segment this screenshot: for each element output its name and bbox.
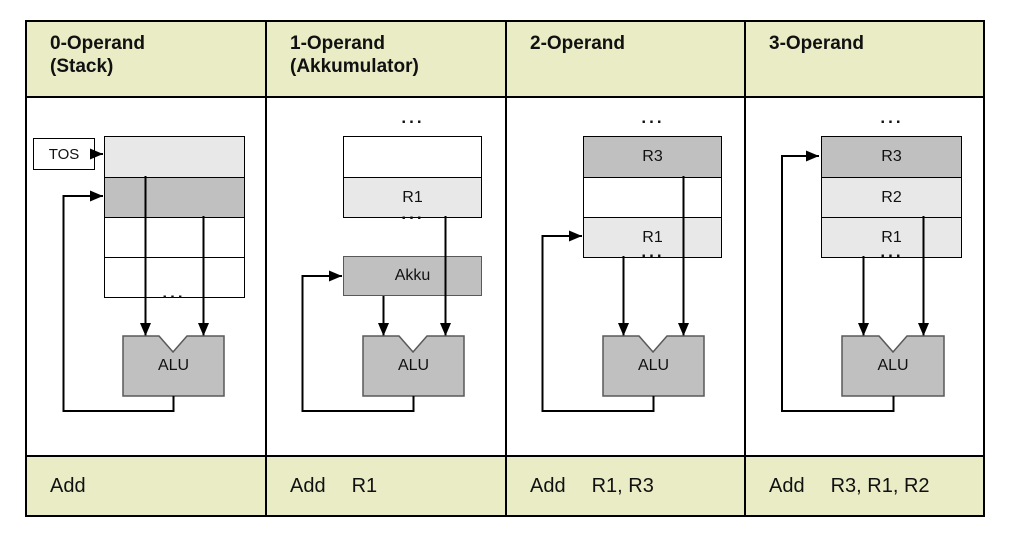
column-title: 0-Operand bbox=[50, 33, 146, 54]
header-3-operand: 3-Operand bbox=[746, 22, 983, 98]
ellipsis: ... bbox=[641, 242, 665, 261]
column-title: 1-Operand bbox=[290, 33, 386, 54]
instruction-mnemonic: Add bbox=[769, 474, 805, 497]
stack-registers bbox=[104, 136, 245, 298]
instruction-operands: R1, R3 bbox=[591, 474, 654, 497]
diagram-stack-machine: TOS ... bbox=[27, 98, 267, 457]
akku-box: Akku bbox=[343, 256, 482, 296]
diagram-three-operand-machine: ... R3 R2 R1 ... bbox=[746, 98, 983, 457]
register-file: R3 R1 bbox=[583, 136, 722, 258]
ellipsis: ... bbox=[401, 204, 425, 223]
column-title: 3-Operand bbox=[769, 33, 865, 54]
stack-row bbox=[105, 217, 244, 257]
register-row-r1: R1 bbox=[344, 177, 481, 217]
alu-label: ALU bbox=[397, 357, 430, 374]
header-1-operand: 1-Operand (Akkumulator) bbox=[267, 22, 507, 98]
ellipsis: ... bbox=[880, 108, 904, 127]
ellipsis: ... bbox=[162, 283, 186, 302]
alu-label: ALU bbox=[157, 357, 190, 374]
result-feedback-path bbox=[301, 270, 415, 412]
register-row-r2: R2 bbox=[822, 177, 961, 217]
ellipsis: ... bbox=[641, 108, 665, 127]
stack-row bbox=[105, 137, 244, 177]
register-file: R3 R2 R1 bbox=[821, 136, 962, 258]
diagram-accumulator-machine: ... R1 ... Akku bbox=[267, 98, 507, 457]
instruction-mnemonic: Add bbox=[50, 474, 86, 497]
instruction-operands: R1 bbox=[351, 474, 378, 497]
instruction-3-operand: Add R3, R1, R2 bbox=[746, 457, 983, 515]
instruction-0-operand: Add bbox=[27, 457, 267, 515]
instruction-1-operand: Add R1 bbox=[267, 457, 507, 515]
ellipsis: ... bbox=[401, 108, 425, 127]
instruction-operands: R3, R1, R2 bbox=[830, 474, 930, 497]
instruction-mnemonic: Add bbox=[530, 474, 566, 497]
ellipsis: ... bbox=[880, 242, 904, 261]
alu-label: ALU bbox=[637, 357, 670, 374]
register-row bbox=[584, 177, 721, 217]
alu-label: ALU bbox=[877, 357, 909, 374]
header-2-operand: 2-Operand bbox=[507, 22, 746, 98]
column-subtitle: (Stack) bbox=[50, 56, 114, 77]
header-0-operand: 0-Operand (Stack) bbox=[27, 22, 267, 98]
register-row-r3: R3 bbox=[822, 137, 961, 177]
diagram-two-operand-machine: ... R3 R1 ... bbox=[507, 98, 746, 457]
tos-box: TOS bbox=[33, 138, 95, 170]
register-row-r3: R3 bbox=[584, 137, 721, 177]
register-file: R1 bbox=[343, 136, 482, 218]
instruction-mnemonic: Add bbox=[290, 474, 326, 497]
result-feedback-path bbox=[541, 230, 655, 412]
column-subtitle: (Akkumulator) bbox=[290, 56, 419, 77]
instruction-2-operand: Add R1, R3 bbox=[507, 457, 746, 515]
register-row bbox=[344, 137, 481, 177]
column-title: 2-Operand bbox=[530, 33, 626, 54]
stack-row bbox=[105, 177, 244, 217]
isa-architecture-table: 0-Operand (Stack) 1-Operand (Akkumulator… bbox=[25, 20, 985, 517]
